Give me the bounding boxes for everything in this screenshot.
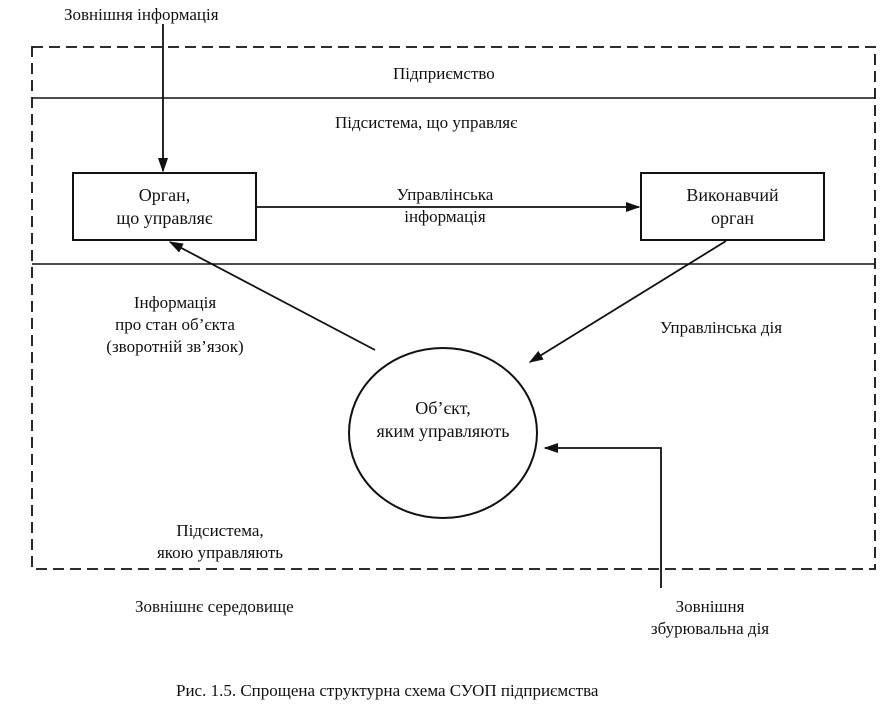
control-action-label: Управлінська дія xyxy=(660,318,783,337)
disturbance-label: Зовнішня збурювальна дія xyxy=(610,596,810,640)
disturbance-line-2: збурювальна дія xyxy=(650,619,770,638)
managed-subsystem-line-1: Підсистема, xyxy=(176,521,264,540)
external-info-label: Зовнішня інформація xyxy=(64,5,219,24)
feedback-line-1: Інформація xyxy=(133,293,217,312)
executive-organ-line-2: орган xyxy=(710,208,754,228)
figure-caption: Рис. 1.5. Спрощена структурна схема СУОП… xyxy=(176,681,599,700)
managed-object-line-2: яким управляють xyxy=(376,421,510,441)
arrow-feedback xyxy=(168,241,376,351)
feedback-line-3: (зворотній зв’язок) xyxy=(106,337,244,356)
managing-organ-line-1: Орган, xyxy=(138,185,191,205)
managed-object-label: Об’єкт, яким управляють xyxy=(350,397,536,443)
managing-subsystem-label: Підсистема, що управляє xyxy=(335,113,518,132)
managed-subsystem-line-2: якою управляють xyxy=(156,543,284,562)
external-environment-label: Зовнішнє середовище xyxy=(135,597,294,616)
managed-object-circle xyxy=(348,347,538,519)
arrow-disturbance xyxy=(543,442,662,588)
enterprise-frame xyxy=(31,46,876,570)
control-info-label: Управлінська інформація xyxy=(360,184,530,228)
control-info-line-2: інформація xyxy=(404,207,486,226)
executive-organ-line-1: Виконавчий xyxy=(686,185,779,205)
feedback-line-2: про стан об’єкта xyxy=(115,315,235,334)
enterprise-label: Підприємство xyxy=(393,64,495,83)
executive-organ-box xyxy=(640,172,825,241)
managed-object-line-1: Об’єкт, xyxy=(415,398,471,418)
managing-organ-label: Орган, що управляє xyxy=(73,184,256,230)
control-info-line-1: Управлінська xyxy=(396,185,494,204)
managed-subsystem-label: Підсистема, якою управляють xyxy=(120,520,320,564)
feedback-label: Інформація про стан об’єкта (зворотній з… xyxy=(70,292,280,358)
disturbance-line-1: Зовнішня xyxy=(675,597,745,616)
arrow-control-action xyxy=(528,240,727,363)
managing-organ-line-2: що управляє xyxy=(116,208,213,228)
executive-organ-label: Виконавчий орган xyxy=(641,184,824,230)
